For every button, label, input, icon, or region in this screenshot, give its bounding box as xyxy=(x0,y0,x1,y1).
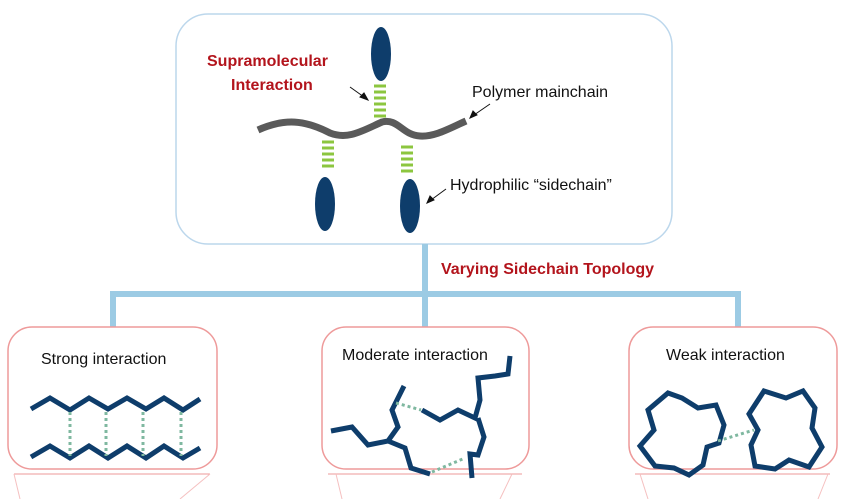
arrow-icons xyxy=(349,86,491,204)
connector-tree xyxy=(110,244,741,333)
panel-title-strong: Strong interaction xyxy=(41,351,167,368)
sidechain-ellipse-top xyxy=(371,27,391,81)
panel-title-weak: Weak interaction xyxy=(666,347,785,364)
strong-interaction-graphic xyxy=(29,395,202,461)
sidechain-label: Hydrophilic “sidechain” xyxy=(450,177,612,194)
panel-weak-box xyxy=(628,326,838,499)
weak-ring-left xyxy=(636,390,727,478)
bond-right xyxy=(401,145,413,173)
supramolecular-bonds xyxy=(322,84,413,173)
strong-chain-top xyxy=(29,395,202,413)
panel-title-moderate: Moderate interaction xyxy=(342,347,488,364)
sidechain-ellipse-right xyxy=(400,179,420,233)
moderate-chain-right xyxy=(420,355,513,423)
supramolecular-label-line1: Supramolecular xyxy=(207,53,328,70)
moderate-hbond-1 xyxy=(395,401,422,412)
panel-moderate-box xyxy=(321,326,530,499)
arrow-sidechain-icon xyxy=(430,188,447,201)
moderate-chain-right-branch xyxy=(467,417,487,479)
moderate-interaction-graphic xyxy=(330,355,513,479)
panel-strong-box xyxy=(7,326,218,499)
weak-interaction-graphic xyxy=(636,387,825,478)
arrow-mainchain-icon xyxy=(473,103,491,116)
sidechain-ellipse-left xyxy=(315,177,335,231)
weak-ring-right xyxy=(746,387,825,472)
strong-chain-bottom xyxy=(29,443,202,461)
top-panel-box xyxy=(175,13,673,245)
mainchain-label: Polymer mainchain xyxy=(472,84,609,101)
weak-hbond xyxy=(717,428,755,443)
polymer-mainchain xyxy=(256,117,468,140)
moderate-chain-left-branch xyxy=(387,438,431,477)
connector-label: Varying Sidechain Topology xyxy=(441,261,655,278)
bond-top xyxy=(374,84,386,118)
bond-left xyxy=(322,140,334,168)
supramolecular-label-line2: Interaction xyxy=(231,77,313,94)
